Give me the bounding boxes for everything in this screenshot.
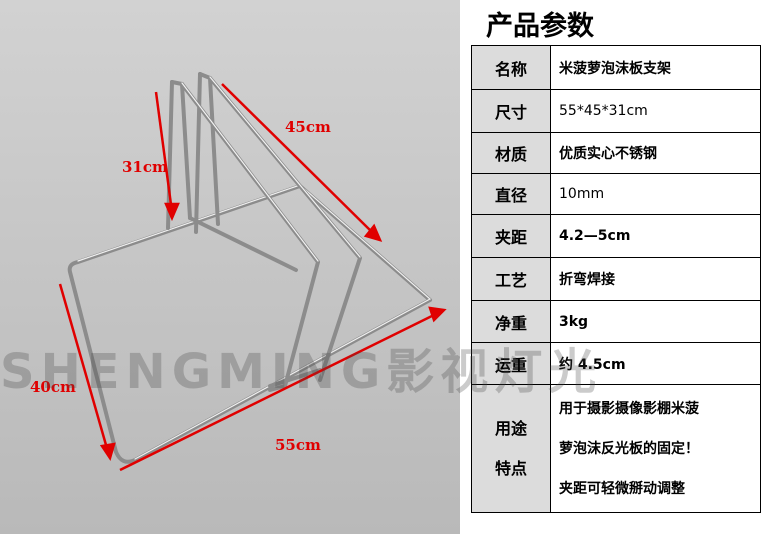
table-row: 尺寸 55*45*31cm [471,89,761,133]
param-value: 折弯焊接 [550,257,761,301]
param-value: 约 4.5cm [550,342,761,385]
width-dimension-label: 55cm [275,436,321,454]
table-row: 净重 3kg [471,300,761,343]
param-value: 4.2—5cm [550,214,761,258]
usage-line: 用于摄影摄像影棚米菠 [559,400,699,417]
usage-value-cell: 用于摄影摄像影棚米菠 萝泡沫反光板的固定！ 夹距可轻微掰动调整 [550,384,761,513]
table-row: 直径 10mm [471,173,761,215]
param-key: 夹距 [471,214,551,258]
param-value: 10mm [550,173,761,215]
param-key: 工艺 [471,257,551,301]
panel-title: 产品参数 [486,11,594,42]
param-key: 运重 [471,342,551,385]
param-key: 尺寸 [471,89,551,133]
param-value: 3kg [550,300,761,343]
param-key: 净重 [471,300,551,343]
height-dimension-label: 31cm [122,158,168,176]
dimension-arrows [58,83,447,472]
parameter-table: 名称 米菠萝泡沫板支架 尺寸 55*45*31cm 材质 优质实心不锈钢 直径 … [471,45,761,513]
side-dimension-label: 40cm [30,378,76,396]
table-row: 夹距 4.2—5cm [471,214,761,258]
usage-key-cell: 用途 特点 [471,384,551,513]
param-value: 55*45*31cm [550,89,761,133]
table-row: 材质 优质实心不锈钢 [471,132,761,174]
usage-line: 夹距可轻微掰动调整 [559,480,685,497]
table-row: 用途 特点 用于摄影摄像影棚米菠 萝泡沫反光板的固定！ 夹距可轻微掰动调整 [471,384,761,513]
stand-base [67,184,432,464]
usage-line: 萝泡沫反光板的固定！ [559,440,699,457]
wire-stand-drawing [58,72,447,472]
stand-uprights [166,72,362,392]
table-row: 工艺 折弯焊接 [471,257,761,301]
param-key: 材质 [471,132,551,174]
param-value: 优质实心不锈钢 [550,132,761,174]
usage-key-line1: 用途 [494,418,527,438]
depth-dimension-label: 45cm [285,118,331,136]
table-row: 运重 约 4.5cm [471,342,761,385]
table-row: 名称 米菠萝泡沫板支架 [471,45,761,90]
usage-key-line2: 特点 [494,458,527,478]
param-key: 名称 [471,45,551,90]
param-value: 米菠萝泡沫板支架 [550,45,761,90]
product-photo: 31cm 45cm 40cm 55cm [0,0,460,534]
param-key: 直径 [471,173,551,215]
